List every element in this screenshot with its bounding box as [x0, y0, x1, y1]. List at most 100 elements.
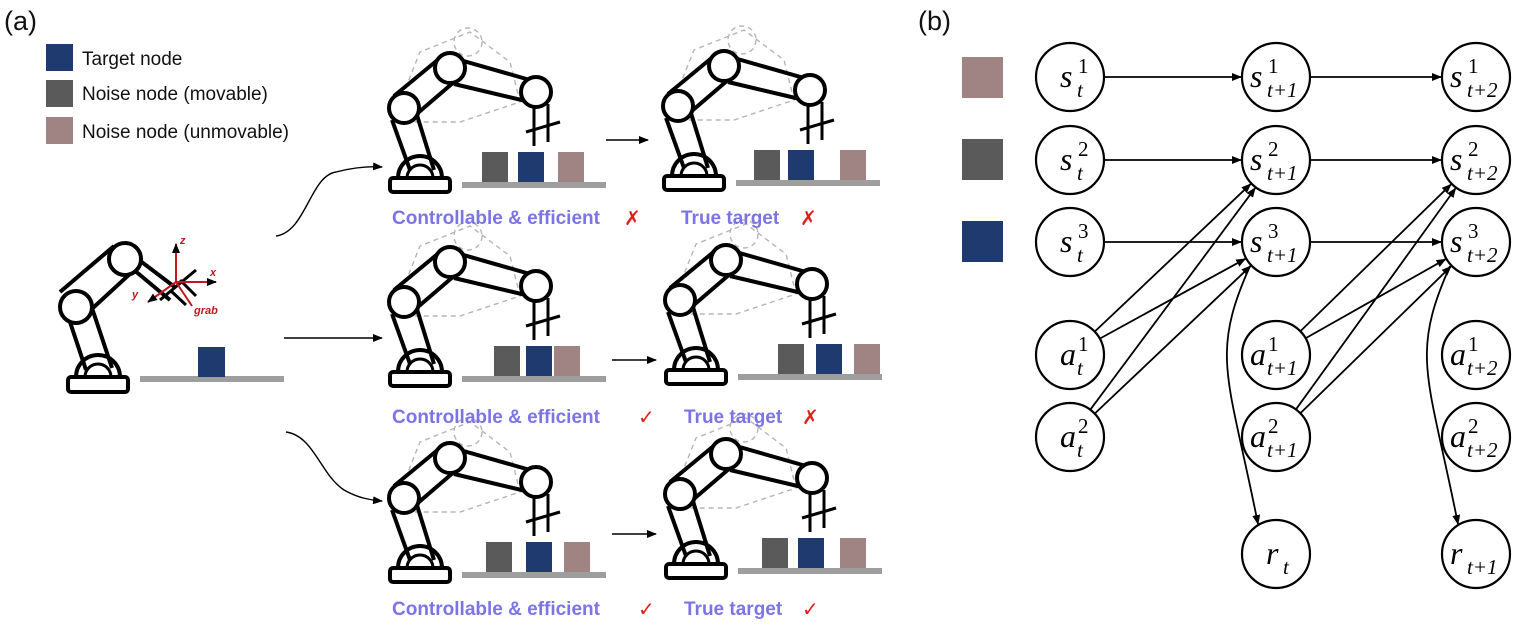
node-r_t-symbol: r: [1266, 535, 1279, 571]
node-r_t1-subscript: t+1: [1467, 555, 1498, 579]
edge-a2_t-to-s2_t1: [1089, 187, 1256, 411]
scenario-3: [387, 221, 606, 388]
node-a2_t1-subscript: t+1: [1267, 438, 1298, 462]
node-s2_t1-symbol: s: [1250, 141, 1262, 177]
branch-arrow-top: [275, 162, 383, 237]
scenario-4: [663, 219, 882, 386]
node-a1_t1-superscript: 1: [1268, 332, 1279, 356]
scenario-rows: [387, 25, 882, 584]
node-s1_t-subscript: t: [1077, 78, 1084, 102]
row-2-right-caption: True target: [684, 407, 783, 428]
row-3-right-mark: ✓: [802, 597, 819, 621]
row-1-left-caption: Controllable & efficient: [392, 208, 601, 229]
node-a2_t-symbol: a: [1060, 418, 1076, 454]
node-s2_t1-superscript: 2: [1268, 137, 1279, 161]
panel-a: (a) Target node Noise node (movable) Noi…: [4, 6, 882, 621]
node-a2_t2-symbol: a: [1450, 418, 1466, 454]
node-a2_t2-subscript: t+2: [1467, 438, 1498, 462]
node-s3_t-symbol: s: [1060, 223, 1072, 259]
row-1-right-caption: True target: [681, 208, 780, 229]
row-1-right-mark: ✗: [800, 206, 817, 230]
node-s1_t-symbol: s: [1060, 58, 1072, 94]
scenario-2: [661, 25, 880, 192]
node-a1_t2-superscript: 1: [1468, 332, 1479, 356]
branch-arrow-bottom: [285, 431, 383, 505]
row-2-left-mark: ✓: [638, 405, 655, 429]
row-3-right-caption: True target: [684, 599, 783, 620]
axis-label-grab: grab: [193, 305, 218, 317]
node-a2_t-superscript: 2: [1078, 414, 1089, 438]
node-s3_t1-subscript: t+1: [1267, 243, 1298, 267]
node-a1_t2-symbol: a: [1450, 336, 1466, 372]
row-2-left-caption: Controllable & efficient: [392, 407, 601, 428]
row-2-right-mark: ✗: [802, 405, 819, 429]
edge-a1_t1-to-s2_t2: [1299, 183, 1452, 332]
node-s1_t1-subscript: t+1: [1267, 78, 1298, 102]
initial-table: [140, 376, 284, 382]
node-a1_t-superscript: 1: [1078, 332, 1089, 356]
node-s2_t-superscript: 2: [1078, 137, 1089, 161]
node-s3_t1-symbol: s: [1250, 223, 1262, 259]
node-s1_t1-symbol: s: [1250, 58, 1262, 94]
axis-label-y: y: [131, 289, 139, 301]
node-s3_t2-superscript: 3: [1468, 219, 1479, 243]
swatch-noise-unmovable: [962, 57, 1003, 98]
node-s3_t2-subscript: t+2: [1467, 243, 1498, 267]
scenario-6: [663, 413, 882, 580]
panel-a-label: (a): [4, 6, 37, 36]
swatch-noise-movable: [962, 139, 1003, 180]
edge-a2_t1-to-s3_t2: [1299, 265, 1452, 414]
node-s1_t2-subscript: t+2: [1467, 78, 1498, 102]
node-s1_t2-symbol: s: [1450, 58, 1462, 94]
initial-target-block: [198, 347, 225, 377]
row-3-left-caption: Controllable & efficient: [392, 599, 601, 620]
legend-swatch-target: [46, 44, 73, 71]
node-a1_t1-symbol: a: [1250, 336, 1266, 372]
node-s3_t1-superscript: 3: [1268, 219, 1279, 243]
node-s2_t-symbol: s: [1060, 141, 1072, 177]
axis-label-z: z: [179, 235, 186, 247]
node-s2_t2-subscript: t+2: [1467, 161, 1498, 185]
edge-a2_t1-to-s2_t2: [1295, 187, 1457, 410]
node-r_t-subscript: t: [1283, 555, 1290, 579]
legend-swatch-noise-unmovable: [46, 117, 73, 144]
node-s3_t-subscript: t: [1077, 243, 1084, 267]
legend-label-noise-unmovable: Noise node (unmovable): [82, 122, 289, 143]
scenario-5: [387, 417, 606, 584]
legend-swatch-noise-movable: [46, 80, 73, 107]
graph-edges: [1089, 73, 1461, 525]
row-1-captions: Controllable & efficient ✗ True target ✗: [392, 206, 817, 230]
node-a2_t1-superscript: 2: [1268, 414, 1279, 438]
node-a1_t2-subscript: t+2: [1467, 356, 1498, 380]
node-a1_t-subscript: t: [1077, 356, 1084, 380]
axis-label-x: x: [209, 267, 217, 279]
row-3-captions: Controllable & efficient ✓ True target ✓: [392, 597, 819, 621]
node-a1_t1-subscript: t+1: [1267, 356, 1298, 380]
legend-label-noise-movable: Noise node (movable): [82, 84, 268, 105]
legend: Target node Noise node (movable) Noise n…: [46, 44, 289, 144]
panel-b-label: (b): [918, 6, 951, 36]
node-r_t1-symbol: r: [1450, 535, 1463, 571]
node-s2_t-subscript: t: [1077, 161, 1084, 185]
node-s3_t-superscript: 3: [1078, 219, 1089, 243]
node-s2_t2-superscript: 2: [1468, 137, 1479, 161]
row-2-captions: Controllable & efficient ✓ True target ✗: [392, 405, 819, 429]
edge-a1_t-to-s2_t1: [1094, 183, 1252, 333]
